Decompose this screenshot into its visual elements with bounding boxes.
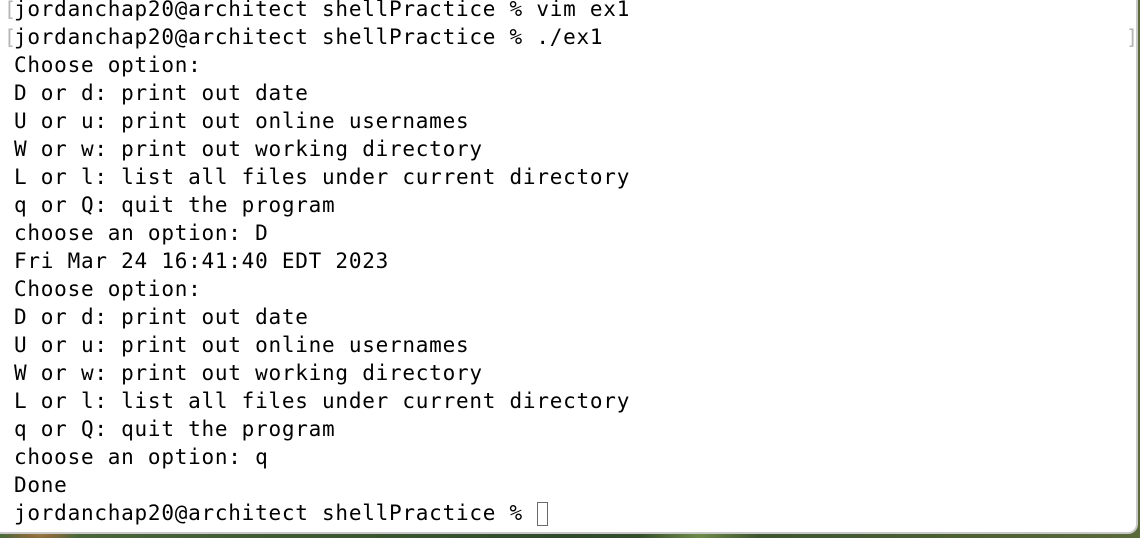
line-mark-bracket: [ (4, 0, 17, 21)
terminal-line: Fri Mar 24 16:41:40 EDT 2023 (14, 249, 390, 273)
terminal-line: U or u: print out online usernames (14, 109, 470, 133)
terminal-line: Choose option: (14, 277, 202, 301)
terminal-line: U or u: print out online usernames (14, 333, 470, 357)
terminal-line: L or l: list all files under current dir… (14, 165, 631, 189)
line-mark-bracket-right: ] (1125, 25, 1138, 49)
text-cursor[interactable] (537, 502, 549, 526)
terminal-line: choose an option: D (14, 221, 269, 245)
prompt-line[interactable]: jordanchap20@architect shellPractice % (14, 499, 630, 527)
terminal-line: D or d: print out date (14, 81, 309, 105)
terminal-line: W or w: print out working directory (14, 361, 483, 385)
terminal-line: L or l: list all files under current dir… (14, 389, 631, 413)
terminal-line: q or Q: quit the program (14, 193, 336, 217)
shell-prompt: jordanchap20@architect shellPractice % (14, 501, 537, 525)
terminal-line: jordanchap20@architect shellPractice % .… (14, 25, 604, 49)
terminal-line: q or Q: quit the program (14, 417, 336, 441)
terminal-line: Choose option: (14, 53, 202, 77)
terminal-output[interactable]: jordanchap20@architect shellPractice % v… (14, 0, 630, 527)
terminal-line: jordanchap20@architect shellPractice % v… (14, 0, 631, 21)
terminal-line: W or w: print out working directory (14, 137, 483, 161)
terminal-line: Done (14, 473, 68, 497)
terminal-line: choose an option: q (14, 445, 269, 469)
terminal-line: D or d: print out date (14, 305, 309, 329)
line-mark-bracket: [ (4, 25, 17, 49)
